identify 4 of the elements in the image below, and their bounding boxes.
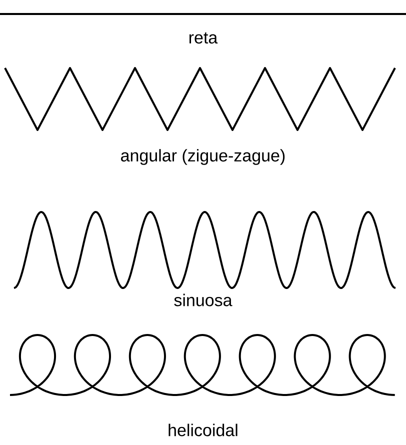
line-label: angular (zigue-zague): [121, 149, 285, 165]
line-label: helicoidal: [168, 424, 238, 436]
line-label: sinuosa: [174, 294, 232, 306]
line-label: reta: [189, 32, 218, 44]
